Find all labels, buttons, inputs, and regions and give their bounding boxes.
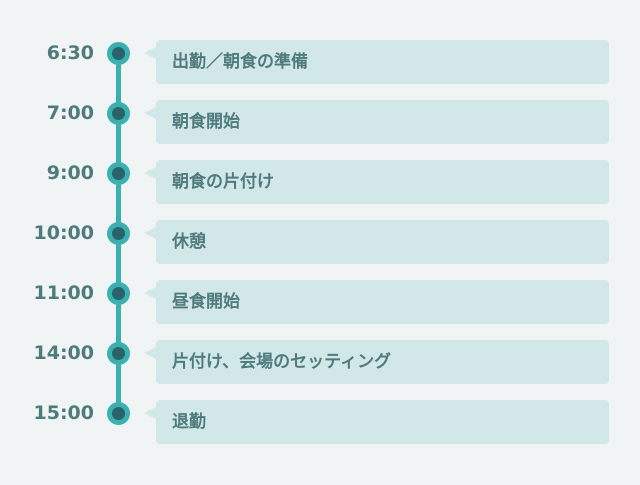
event-label: 朝食の片付け	[144, 160, 609, 204]
time-label: 10:00	[33, 222, 94, 244]
timeline-dot-icon	[107, 282, 130, 305]
timeline-dot-icon	[107, 222, 130, 245]
event-label: 退勤	[144, 400, 609, 444]
event-label: 休憩	[144, 220, 609, 264]
timeline-item: 10:00 休憩	[0, 220, 640, 264]
timeline-dot-icon	[107, 342, 130, 365]
time-label: 11:00	[33, 282, 94, 304]
event-label: 片付け、会場のセッティング	[144, 340, 609, 384]
event-label: 昼食開始	[144, 280, 609, 324]
time-label: 9:00	[46, 162, 94, 184]
event-label: 朝食開始	[144, 100, 609, 144]
timeline-dot-icon	[107, 42, 130, 65]
timeline-item: 11:00 昼食開始	[0, 280, 640, 324]
timeline-dot-icon	[107, 102, 130, 125]
timeline-item: 6:30 出勤／朝食の準備	[0, 40, 640, 84]
time-label: 7:00	[46, 102, 94, 124]
timeline-item: 15:00 退勤	[0, 400, 640, 444]
time-label: 14:00	[33, 342, 94, 364]
timeline-item: 14:00 片付け、会場のセッティング	[0, 340, 640, 384]
timeline-item: 9:00 朝食の片付け	[0, 160, 640, 204]
time-label: 15:00	[33, 402, 94, 424]
timeline-dot-icon	[107, 402, 130, 425]
event-label: 出勤／朝食の準備	[144, 40, 609, 84]
timeline-dot-icon	[107, 162, 130, 185]
time-label: 6:30	[46, 42, 94, 64]
timeline-item: 7:00 朝食開始	[0, 100, 640, 144]
